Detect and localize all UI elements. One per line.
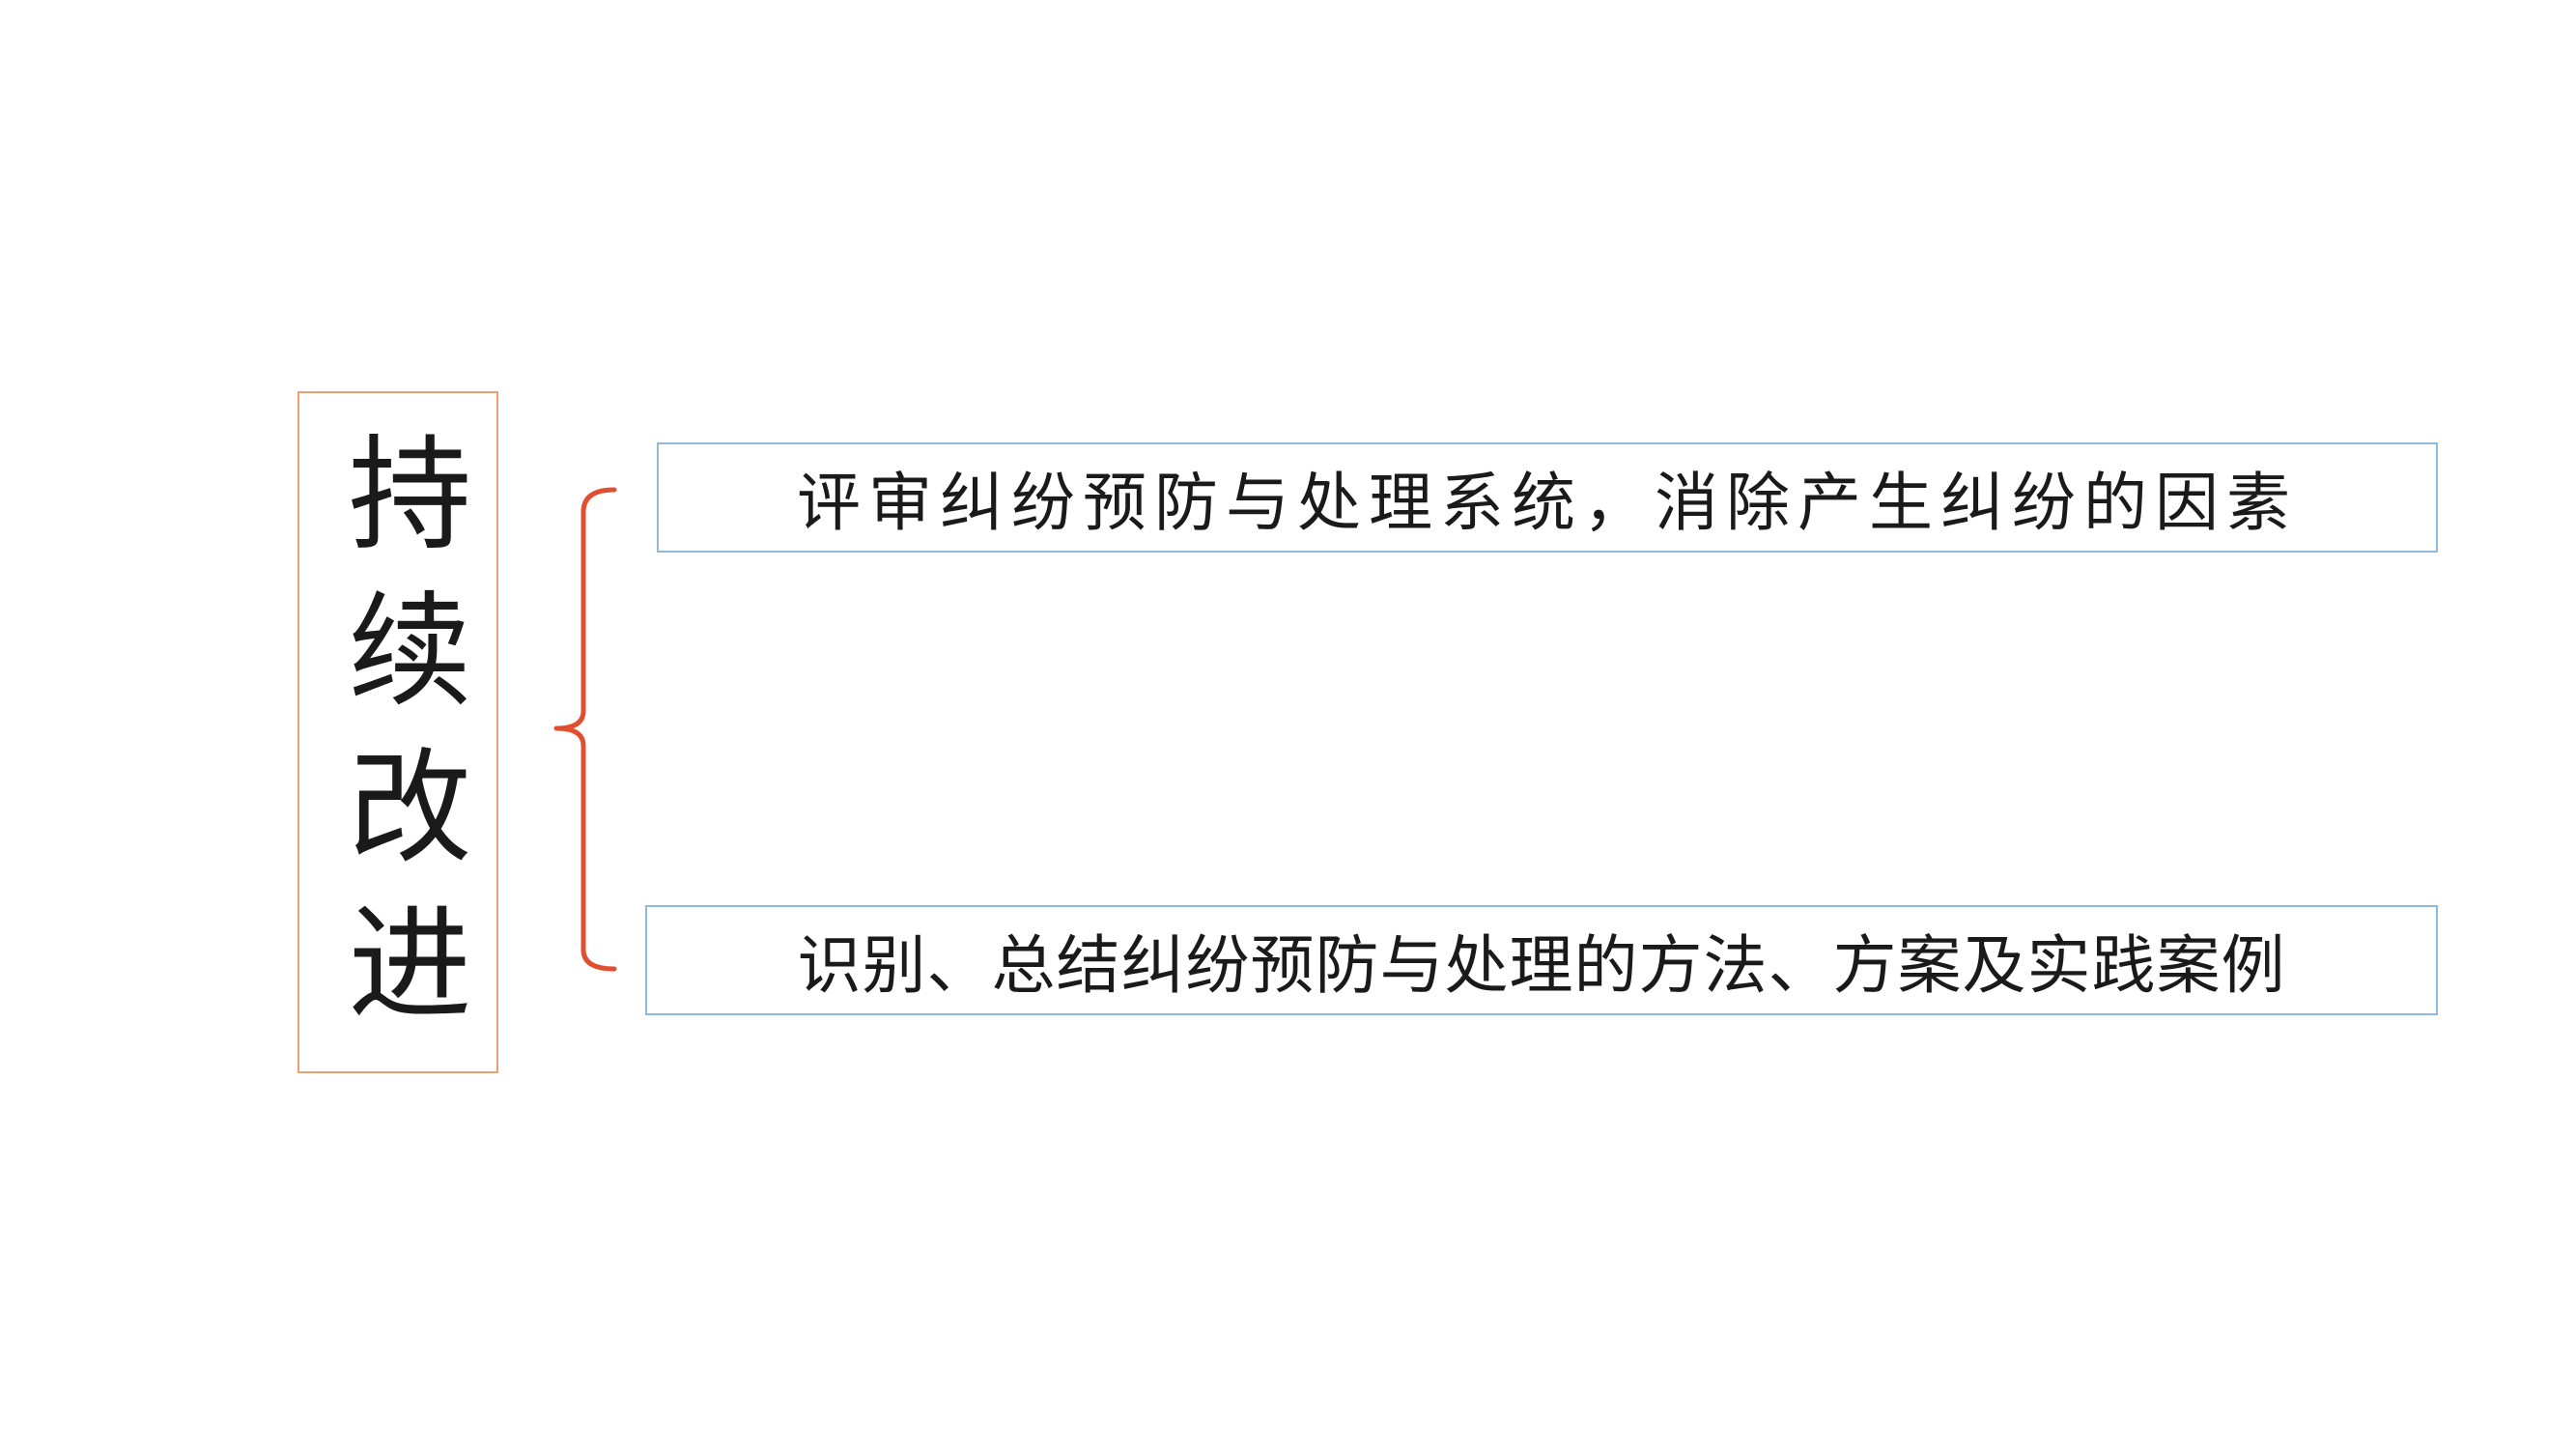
curly-brace-connector — [553, 487, 617, 972]
branch-node-2-label: 识别、总结纠纷预防与处理的方法、方案及实践案例 — [797, 928, 2286, 1003]
curly-brace-path — [553, 487, 617, 972]
branch-node-1: 评审纠纷预防与处理系统，消除产生纠纷的因素 — [657, 442, 2438, 553]
branch-node-1-label: 评审纠纷预防与处理系统，消除产生纠纷的因素 — [797, 466, 2298, 540]
branch-node-2: 识别、总结纠纷预防与处理的方法、方案及实践案例 — [645, 905, 2438, 1015]
root-node-label: 持续改进 — [326, 429, 470, 1055]
root-node-box: 持续改进 — [297, 391, 498, 1073]
